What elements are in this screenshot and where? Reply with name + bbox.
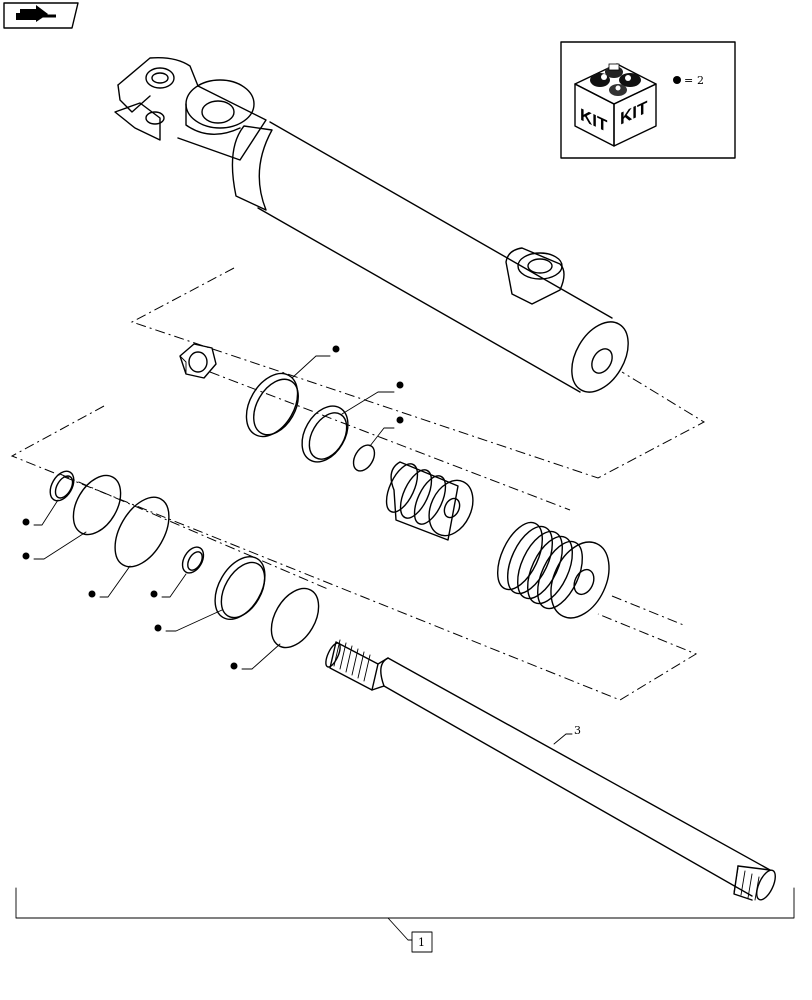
kit-legend: KIT KIT = 2 xyxy=(560,41,736,159)
o-ring-lower-3 xyxy=(114,496,170,568)
piston xyxy=(385,461,474,541)
kit-dot-icon xyxy=(88,590,96,598)
filled-dot-icon xyxy=(673,76,681,84)
kit-dot-icon xyxy=(332,345,340,353)
kit-box-icon xyxy=(574,63,657,147)
assembly-ref-label: 1 xyxy=(418,936,425,949)
forward-arrow-icon xyxy=(16,5,56,22)
o-ring-lower-2 xyxy=(72,474,122,536)
kit-callouts xyxy=(22,345,404,670)
o-ring-lower-5 xyxy=(214,556,266,620)
nav-button[interactable] xyxy=(3,2,79,29)
upper-group-outline xyxy=(130,267,706,479)
rod-ref-label: 3 xyxy=(574,724,581,737)
lower-group-outline xyxy=(10,405,698,701)
kit-dot-icon xyxy=(230,662,238,670)
seal-ring-upper-2 xyxy=(301,405,349,463)
rod-callout: 3 xyxy=(553,724,581,745)
kit-dot-icon xyxy=(396,416,404,424)
seal-ring-upper-1 xyxy=(245,372,299,438)
kit-dot-icon xyxy=(154,624,162,632)
o-ring-small-upper xyxy=(352,444,376,472)
o-ring-lower-4 xyxy=(181,546,205,574)
kit-dot-icon xyxy=(150,590,158,598)
kit-dot-icon xyxy=(22,552,30,560)
cylinder-barrel xyxy=(114,56,629,393)
kit-label-right: KIT xyxy=(620,97,647,129)
kit-ref-number: 2 xyxy=(697,74,704,87)
o-ring-lower-1 xyxy=(49,470,75,502)
kit-dot-icon xyxy=(22,518,30,526)
o-ring-lower-6 xyxy=(270,587,320,649)
piston-rod xyxy=(325,639,776,901)
gland xyxy=(496,521,610,619)
assembly-bracket: 1 xyxy=(15,887,795,953)
kit-dot-icon xyxy=(396,381,404,389)
hex-nut xyxy=(179,343,217,379)
kit-equals: = xyxy=(684,74,693,87)
